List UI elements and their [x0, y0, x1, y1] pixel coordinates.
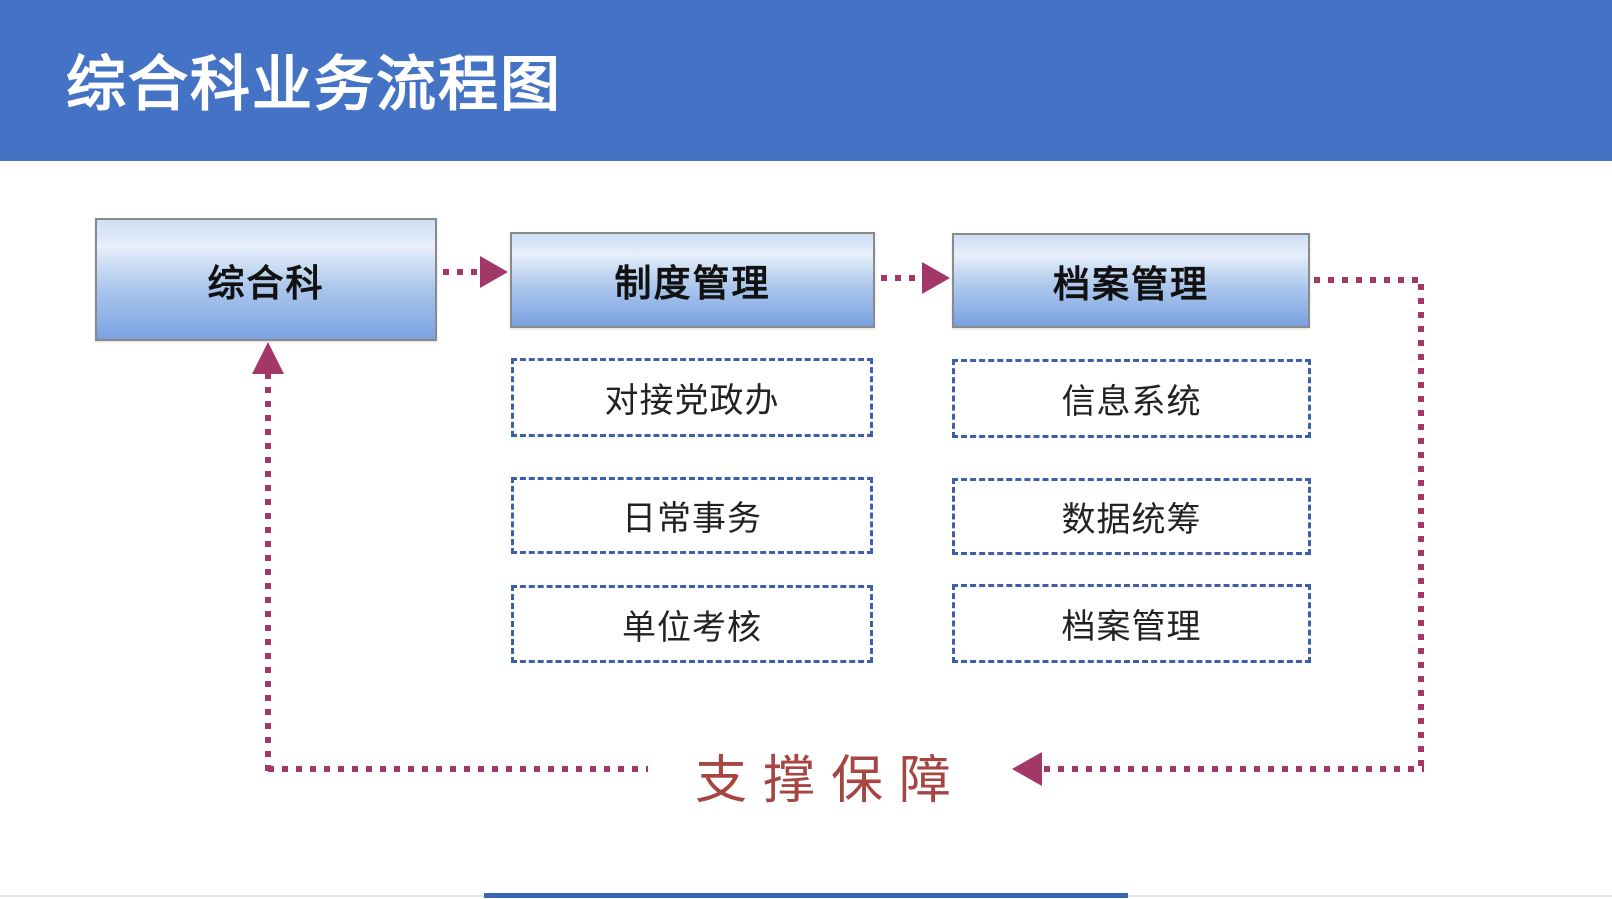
feedback-loop-top-line [1314, 277, 1418, 283]
box-comprehensive-section-label: 综合科 [207, 262, 325, 304]
subbox-archive-management-label: 档案管理 [1061, 608, 1202, 646]
slide-header: 综合科业务流程图 [0, 0, 1612, 161]
subbox-unit-assessment-label: 单位考核 [622, 608, 762, 647]
subbox-unit-assessment: 单位考核 [511, 585, 873, 663]
subbox-party-gov-office: 对接党政办 [511, 358, 873, 437]
subbox-party-gov-office-label: 对接党政办 [604, 382, 780, 420]
subbox-archive-management: 档案管理 [952, 584, 1311, 663]
subbox-information-system-label: 信息系统 [1061, 383, 1202, 421]
bottom-progress-bar [484, 893, 1128, 898]
box-archive-management-label: 档案管理 [1053, 263, 1209, 305]
box-system-management: 制度管理 [510, 232, 875, 328]
box-system-management-label: 制度管理 [614, 263, 771, 304]
feedback-loop-right-line [1418, 284, 1424, 767]
connector-comprehensive-to-system-line [443, 269, 481, 275]
subbox-data-coordination-label: 数据统筹 [1061, 501, 1202, 539]
box-archive-management: 档案管理 [952, 233, 1310, 328]
feedback-loop-bottom-right-line [1044, 766, 1424, 772]
feedback-loop-bottom-left-line [268, 766, 648, 772]
connector-system-to-archive-line [881, 275, 921, 281]
support-guarantee-label: 支撑保障 [695, 752, 968, 810]
subbox-data-coordination: 数据统筹 [952, 478, 1311, 555]
arrow-left-icon [1012, 752, 1042, 786]
box-comprehensive-section: 综合科 [95, 218, 437, 341]
feedback-loop-left-line [265, 373, 271, 772]
subbox-information-system: 信息系统 [952, 359, 1311, 438]
arrow-right-icon [480, 256, 508, 288]
subbox-daily-affairs: 日常事务 [511, 477, 873, 554]
subbox-daily-affairs-label: 日常事务 [622, 500, 762, 538]
slide-title: 综合科业务流程图 [66, 51, 562, 118]
arrow-up-icon [252, 342, 284, 374]
arrow-right-icon [922, 262, 950, 294]
